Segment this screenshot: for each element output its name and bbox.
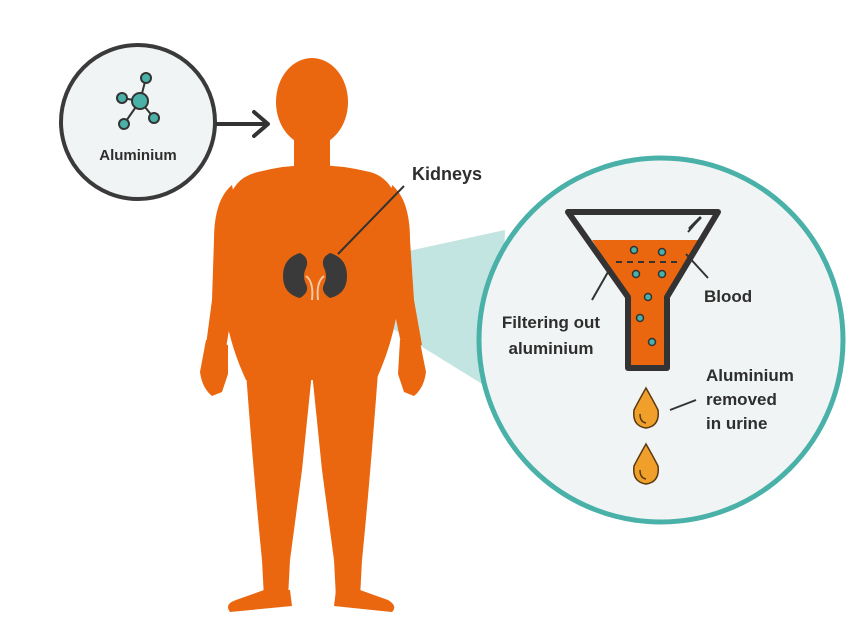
aluminium-source-label: Aluminium [99, 147, 177, 164]
human-body [200, 58, 426, 612]
removed-label-line2: removed [706, 390, 777, 409]
funnel-fill [592, 240, 700, 368]
right-foot [334, 590, 395, 612]
left-foot [228, 590, 292, 612]
right-hand [398, 340, 426, 396]
right-leg [312, 372, 378, 598]
aluminium-particles [629, 245, 667, 347]
neck [294, 138, 330, 170]
left-leg [246, 372, 312, 598]
removed-label-line3: in urine [706, 414, 767, 433]
left-hand [200, 340, 228, 396]
urine-drop-icon [633, 386, 659, 485]
molecule-icon [116, 72, 160, 130]
aluminium-source-circle [59, 43, 217, 201]
left-kidney [283, 253, 308, 298]
ureters [305, 275, 325, 301]
funnel-outline [565, 209, 721, 371]
head [276, 58, 348, 146]
removed-leader-line [669, 399, 697, 411]
blood-leader-line [685, 253, 709, 279]
filtering-label-line1: Filtering out [502, 313, 601, 332]
kidney-icon [283, 253, 347, 301]
left-arm [206, 185, 244, 348]
right-kidney [322, 253, 347, 298]
right-arm [382, 185, 422, 348]
blood-label: Blood [704, 287, 752, 306]
filtering-label-line2: aluminium [508, 339, 593, 358]
removed-label-line1: Aluminium [706, 366, 794, 385]
arrow-right-icon [216, 110, 270, 138]
kidneys-label: Kidneys [412, 164, 482, 184]
kidneys-leader-line [337, 185, 405, 255]
funnel-icon [565, 209, 721, 371]
torso [220, 165, 404, 380]
filtering-leader-line [591, 271, 609, 301]
